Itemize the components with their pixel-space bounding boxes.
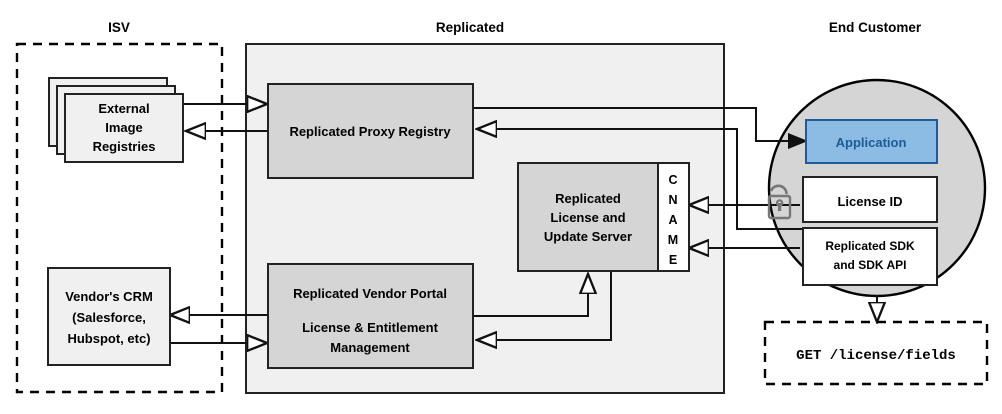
- external-registries-line-2: Image: [105, 120, 143, 135]
- isv-zone-boundary: [15, 42, 224, 394]
- unlock-icon: [767, 184, 792, 220]
- replicated-sdk-line-2: and SDK API: [834, 258, 907, 272]
- proxy-registry-label: Replicated Proxy Registry: [289, 124, 451, 139]
- node-external-image-registries[interactable]: External Image Registries: [64, 93, 184, 163]
- flow-customer-to-proxy: [477, 129, 812, 230]
- flow-license-server-to-portal: [477, 271, 612, 340]
- node-cname[interactable]: C N A M E: [657, 162, 690, 272]
- api-request-label: GET /license/fields: [796, 348, 956, 364]
- vendor-portal-line-3: Management: [330, 340, 410, 355]
- node-api-request[interactable]: GET /license/fields: [763, 320, 989, 386]
- license-server-line-3: Update Server: [544, 229, 632, 244]
- vendor-portal-line-1: Replicated Vendor Portal: [293, 286, 447, 301]
- zone-label-isv: ISV: [108, 20, 130, 35]
- cname-letter-c: C: [668, 173, 677, 187]
- license-server-line-1: Replicated: [555, 191, 621, 206]
- node-license-id[interactable]: License ID: [802, 176, 938, 223]
- node-replicated-vendor-portal[interactable]: Replicated Vendor Portal License & Entit…: [267, 263, 474, 369]
- license-server-line-2: License and: [550, 210, 625, 225]
- node-replicated-proxy-registry[interactable]: Replicated Proxy Registry: [267, 83, 474, 179]
- vendor-crm-line-3: Hubspot, etc): [67, 331, 150, 346]
- flow-portal-to-license-server: [473, 274, 588, 317]
- cname-letter-m: M: [668, 233, 678, 247]
- node-vendor-crm[interactable]: Vendor's CRM (Salesforce, Hubspot, etc): [47, 267, 171, 366]
- cname-letter-a: A: [668, 213, 677, 227]
- external-registries-line-1: External: [98, 101, 149, 116]
- zone-label-replicated: Replicated: [436, 20, 504, 35]
- vendor-portal-line-2: License & Entitlement: [302, 320, 438, 335]
- cname-letter-e: E: [669, 253, 677, 267]
- license-id-label: License ID: [837, 194, 902, 209]
- node-application[interactable]: Application: [805, 119, 938, 164]
- node-replicated-sdk[interactable]: Replicated SDK and SDK API: [802, 227, 938, 286]
- application-label: Application: [836, 135, 907, 150]
- external-registries-line-3: Registries: [93, 139, 156, 154]
- cname-letter-n: N: [668, 193, 677, 207]
- vendor-crm-line-2: (Salesforce,: [72, 310, 146, 325]
- vendor-crm-line-1: Vendor's CRM: [65, 289, 153, 304]
- replicated-sdk-line-1: Replicated SDK: [825, 239, 915, 253]
- flow-proxy-to-application: [473, 107, 806, 141]
- node-replicated-license-and-update-server[interactable]: Replicated License and Update Server: [517, 162, 659, 272]
- zone-label-end-customer: End Customer: [829, 20, 922, 35]
